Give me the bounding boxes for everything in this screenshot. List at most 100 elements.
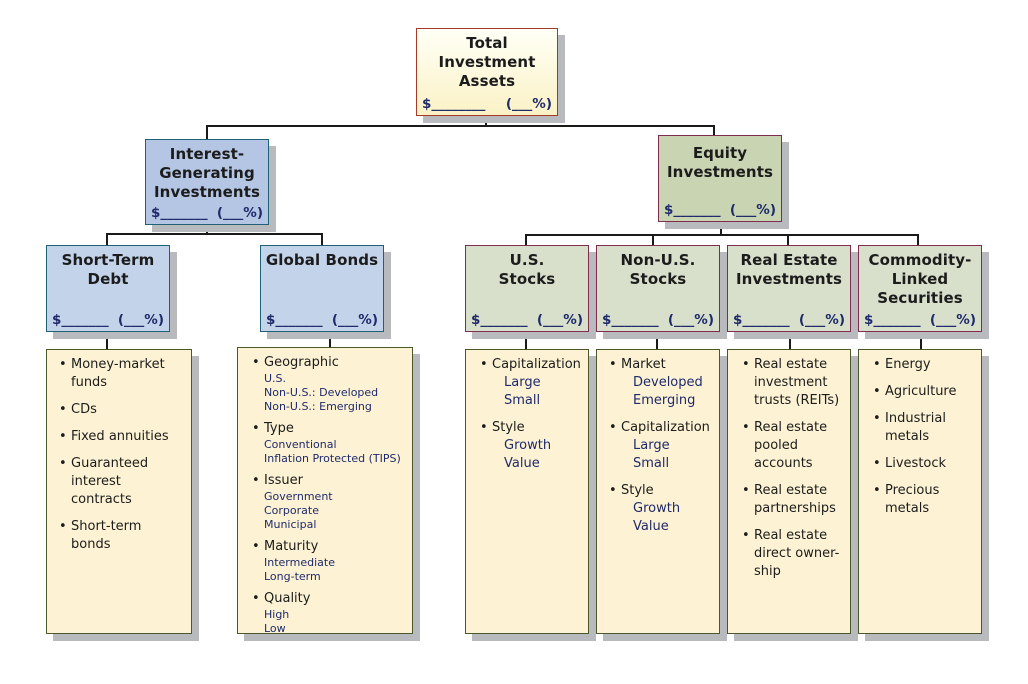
connector <box>525 234 527 245</box>
item-label: Real estate pooled accounts <box>754 420 828 471</box>
item-label: Guaranteed interest contracts <box>71 456 149 507</box>
percent-blank: (___%) <box>667 312 714 328</box>
title-line: Debt <box>87 270 129 288</box>
item-label: Market <box>621 357 666 372</box>
item-label: Real estate partnerships <box>754 483 836 516</box>
title-line: Real Estate <box>740 251 838 269</box>
item-label: Short-term bonds <box>71 519 142 552</box>
item-label: Real estate investment trusts (REITs) <box>754 357 840 408</box>
sub-item: Value <box>504 456 540 471</box>
sub-item: U.S. <box>264 372 287 385</box>
connector <box>206 125 208 139</box>
title-line: Assets <box>458 72 516 90</box>
connector <box>917 234 919 245</box>
percent-blank: (___%) <box>729 202 776 218</box>
title-line: Investments <box>667 163 773 181</box>
node-title: Non-U.S. Stocks <box>597 246 719 289</box>
item-label: Livestock <box>885 456 947 471</box>
item-label: Precious metals <box>885 483 940 516</box>
connector <box>720 221 722 235</box>
title-line: Total <box>466 34 508 52</box>
list-item: Real estate direct owner-ship <box>742 527 846 581</box>
connector <box>920 332 922 349</box>
detail-list: Money-market fundsCDsFixed annuitiesGuar… <box>59 356 183 554</box>
sub-item: Emerging <box>633 393 696 408</box>
dollar-blank: $_______ <box>151 205 208 221</box>
item-label: Capitalization <box>621 420 710 435</box>
connector <box>329 332 331 347</box>
item-label: Maturity <box>264 539 319 554</box>
title-line: Interest- <box>169 145 245 163</box>
amount-field: $_______ (___%) <box>602 312 714 328</box>
item-label: Capitalization <box>492 357 581 372</box>
equity-investments-box: Equity Investments $_______ (___%) <box>658 135 782 222</box>
interest-generating-box: Interest- Generating Investments $______… <box>145 139 269 225</box>
title-line: Non-U.S. <box>620 251 696 269</box>
dollar-blank: $________ <box>422 96 486 112</box>
title-line: Investments <box>154 183 260 201</box>
item-label: Quality <box>264 591 311 606</box>
connector <box>206 125 714 127</box>
list-item: Precious metals <box>873 482 977 518</box>
item-label: Geographic <box>264 355 339 370</box>
non-us-stocks-box: Non-U.S. Stocks $_______ (___%) <box>596 245 720 332</box>
title-line: U.S. <box>509 251 545 269</box>
sub-item: Value <box>633 519 669 534</box>
title-line: Short-Term <box>61 251 155 269</box>
commodity-linked-box: Commodity- Linked Securities $_______ (_… <box>858 245 982 332</box>
amount-field: $_______ (___%) <box>471 312 583 328</box>
percent-blank: (___%) <box>331 312 378 328</box>
title-line: Securities <box>877 289 963 307</box>
sub-item: Large <box>504 375 541 390</box>
amount-field: $_______ (___%) <box>266 312 378 328</box>
list-item: Agriculture <box>873 383 977 401</box>
us-stocks-box: U.S. Stocks $_______ (___%) <box>465 245 589 332</box>
sub-item: Government <box>264 490 333 503</box>
item-label: Real estate direct owner-ship <box>754 528 840 579</box>
list-item: CDs <box>59 401 183 419</box>
detail-list: Real estate investment trusts (REITs) Rea… <box>742 356 846 581</box>
short-term-debt-box: Short-Term Debt $_______ (___%) <box>46 245 170 332</box>
item-label: Issuer <box>264 473 303 488</box>
title-line: Equity <box>692 144 748 162</box>
title-line: Stocks <box>629 270 687 288</box>
list-item: Real estate investment trusts (REITs) <box>742 356 846 410</box>
connector <box>485 115 487 125</box>
global-bonds-box: Global Bonds $_______ (___%) <box>260 245 384 332</box>
title-line: Stocks <box>498 270 556 288</box>
item-label: Money-market funds <box>71 357 165 390</box>
connector <box>652 234 654 245</box>
sub-item: Conventional <box>264 438 337 451</box>
detail-list: MarketDevelopedEmergingCapitalizationLar… <box>609 356 715 536</box>
node-title: Real Estate Investments <box>728 246 850 289</box>
dollar-blank: $_______ <box>733 312 790 328</box>
node-title: Global Bonds <box>261 246 383 270</box>
list-item: Industrial metals <box>873 410 977 446</box>
dollar-blank: $_______ <box>52 312 109 328</box>
connector <box>106 332 108 349</box>
amount-field: $_______ (___%) <box>864 312 976 328</box>
sub-item: Corporate <box>264 504 319 517</box>
total-investment-assets-box: Total Investment Assets $________ (___%) <box>416 28 558 116</box>
node-title: U.S. Stocks <box>466 246 588 289</box>
dollar-blank: $_______ <box>664 202 721 218</box>
sub-item: Small <box>504 393 541 408</box>
connector <box>525 234 918 236</box>
percent-blank: (___%) <box>505 96 552 112</box>
real-estate-details: Real estate investment trusts (REITs) Rea… <box>727 349 851 634</box>
title-line: Global Bonds <box>265 251 379 269</box>
node-title: Interest- Generating Investments <box>146 140 268 202</box>
title-line: Linked <box>891 270 949 288</box>
dollar-blank: $_______ <box>602 312 659 328</box>
amount-field: $________ (___%) <box>422 96 552 112</box>
sub-item: Municipal <box>264 518 317 531</box>
list-item: Real estate pooled accounts <box>742 419 846 473</box>
connector <box>106 233 322 235</box>
sub-item: Long-term <box>264 570 321 583</box>
